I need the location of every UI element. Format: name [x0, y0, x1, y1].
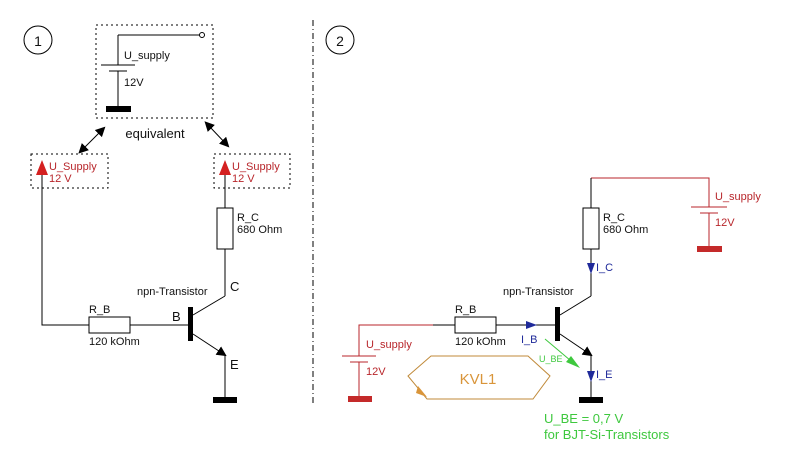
kvl-loop: KVL1	[407, 355, 551, 400]
supply-voltage: 12 V	[232, 173, 255, 185]
collector-supply-name: U_supply	[715, 191, 761, 203]
npn-transistor-symbol	[555, 295, 603, 403]
ground-icon	[348, 396, 372, 402]
pin-e: E	[230, 357, 239, 372]
ground-icon	[106, 106, 131, 112]
double-arrow-icon	[78, 126, 106, 154]
supply-arrow-icon	[36, 160, 48, 175]
rc-value: 680 Ohm	[237, 224, 282, 236]
pin-c: C	[230, 279, 239, 294]
double-arrow-icon	[204, 121, 230, 148]
ground-icon	[213, 397, 237, 403]
kvl-label: KVL1	[460, 371, 497, 388]
right-supply-box: U_Supply 12 V	[213, 153, 291, 189]
rb-resistor	[88, 316, 131, 334]
ube-label: U_BE	[539, 354, 563, 364]
ic-label: I_C	[596, 262, 613, 274]
ib-arrow-icon	[526, 321, 537, 329]
ib-label: I_B	[521, 334, 538, 346]
base-supply-name: U_supply	[366, 339, 412, 351]
panel-number: 2	[336, 33, 344, 49]
rc-name: R_C	[237, 212, 259, 224]
panel-2: 2 U_supply 12V R_C 680 Ohm I_C U_supply …	[325, 25, 761, 442]
panel-1: 1 U_supply 12V equivalent U_Supply 12 V	[23, 24, 291, 403]
ic-arrow-icon	[587, 263, 595, 274]
supply-name: U_Supply	[49, 161, 97, 173]
ie-arrow-icon	[587, 371, 595, 382]
rb-name: R_B	[89, 304, 110, 316]
rb-value: 120 kOhm	[89, 336, 140, 348]
equivalent-label: equivalent	[125, 126, 185, 141]
voltage-label: 12V	[124, 77, 144, 89]
panel-number: 1	[34, 33, 42, 49]
supply-label: U_supply	[124, 50, 170, 62]
ground-icon	[579, 397, 603, 403]
transistor-label: npn-Transistor	[503, 286, 574, 298]
terminal-icon	[199, 32, 205, 38]
rb-name: R_B	[455, 304, 476, 316]
base-wire	[41, 175, 89, 326]
base-supply-voltage: 12V	[366, 366, 386, 378]
ground-icon	[697, 246, 722, 252]
kvl-arrow-icon	[416, 386, 427, 397]
rc-resistor	[582, 207, 600, 250]
transistor-label: npn-Transistor	[137, 286, 208, 298]
rb-value: 120 kOhm	[455, 336, 506, 348]
left-supply-box: U_Supply 12 V	[30, 153, 109, 189]
collector-supply-voltage: 12V	[715, 217, 735, 229]
supply-name: U_Supply	[232, 161, 280, 173]
note-line-1: U_BE = 0,7 V	[544, 411, 623, 426]
equivalent-supply-box: U_supply 12V	[95, 24, 214, 119]
base-supply-wire	[358, 324, 433, 356]
ie-label: I_E	[596, 369, 613, 381]
panel-number-badge: 1	[23, 25, 53, 55]
pin-b: B	[172, 309, 181, 324]
collector-supply-wire	[591, 177, 710, 207]
rb-resistor	[454, 316, 497, 334]
supply-arrow-icon	[219, 160, 231, 175]
note-line-2: for BJT-Si-Transistors	[544, 427, 670, 442]
npn-transistor-symbol	[188, 295, 237, 403]
supply-voltage: 12 V	[49, 173, 72, 185]
panel-number-badge: 2	[325, 25, 355, 55]
rc-value: 680 Ohm	[603, 224, 648, 236]
rc-name: R_C	[603, 212, 625, 224]
rc-resistor	[216, 207, 234, 250]
